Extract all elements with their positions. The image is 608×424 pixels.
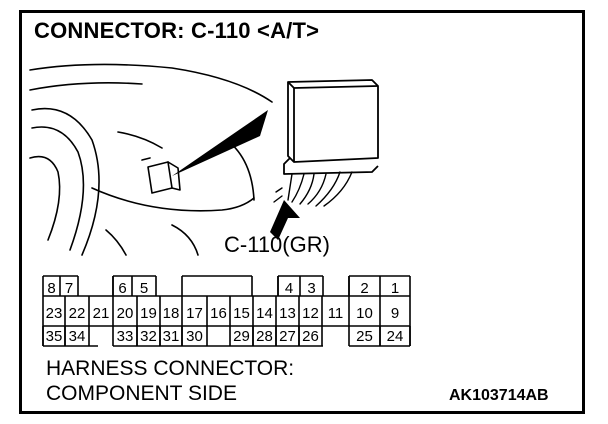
pin-label-row3-34: 34 [69, 328, 86, 345]
pin-label-row2-12: 12 [302, 305, 319, 322]
pin-label-row3-24: 24 [387, 328, 404, 345]
pin-label-row1-5: 5 [140, 280, 148, 297]
pin-label-row3-26: 26 [302, 328, 319, 345]
figure-code: AK103714AB [449, 387, 549, 404]
diagram-title: CONNECTOR: C-110 <A/T> [34, 18, 320, 43]
caption-line-1: HARNESS CONNECTOR: [46, 357, 295, 380]
pin-label-row2-23: 23 [46, 305, 63, 322]
pin-label-row2-22: 22 [69, 305, 86, 322]
pin-label-row1-2: 2 [360, 280, 368, 297]
pin-label-row2-21: 21 [93, 305, 110, 322]
pin-label-row1-4: 4 [285, 280, 293, 297]
pin-label-row1-1: 1 [391, 280, 399, 297]
pin-label-row2-9: 9 [391, 305, 399, 322]
pin-label-row3-31: 31 [163, 328, 180, 345]
pin-label-row1-3: 3 [307, 280, 315, 297]
connector-callout-label: C-110(GR) [224, 232, 330, 257]
pin-label-row2-13: 13 [279, 305, 296, 322]
pin-label-row2-15: 15 [233, 305, 250, 322]
pin-label-row1-6: 6 [118, 280, 126, 297]
pin-label-row2-16: 16 [210, 305, 227, 322]
pin-label-row1-7: 7 [65, 280, 73, 297]
pin-label-row3-32: 32 [140, 328, 157, 345]
pin-label-row2-18: 18 [163, 305, 180, 322]
pin-label-row2-14: 14 [256, 305, 273, 322]
pin-label-row3-25: 25 [356, 328, 373, 345]
pin-label-row2-10: 10 [356, 305, 373, 322]
pin-label-row2-17: 17 [186, 305, 203, 322]
pin-label-row3-35: 35 [46, 328, 63, 345]
pin-label-row2-19: 19 [140, 305, 157, 322]
dashboard-illustration [29, 63, 379, 256]
pin-label-row3-29: 29 [233, 328, 250, 345]
caption-line-2: COMPONENT SIDE [46, 382, 237, 405]
pin-label-row3-30: 30 [186, 328, 203, 345]
pin-label-row3-27: 27 [279, 328, 296, 345]
pin-label-row3-33: 33 [117, 328, 134, 345]
pin-label-row2-20: 20 [117, 305, 134, 322]
pin-label-row1-8: 8 [47, 280, 55, 297]
pin-label-row2-11: 11 [328, 305, 344, 322]
pin-label-row3-28: 28 [256, 328, 273, 345]
